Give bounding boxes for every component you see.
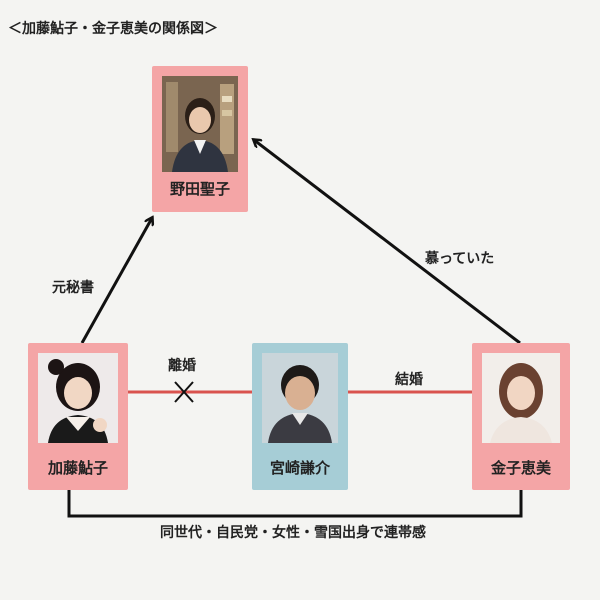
kato-photo	[38, 353, 118, 443]
solidarity-bracket-line	[67, 490, 523, 518]
arrow-kaneko-to-noda	[254, 140, 521, 345]
label-admired: 慕っていた	[425, 251, 495, 267]
noda-name: 野田聖子	[169, 180, 230, 198]
label-married: 結婚	[395, 372, 423, 388]
label-former-secretary: 元秘書	[52, 280, 94, 296]
kato-name: 加藤鮎子	[47, 459, 108, 477]
divorce-cross-icon	[174, 381, 194, 403]
miyazaki-photo	[262, 353, 338, 443]
label-solidarity: 同世代・自民党・女性・雪国出身で連帯感	[160, 525, 426, 541]
arrow-kato-to-noda	[80, 218, 152, 344]
kaneko-photo	[482, 353, 560, 443]
card-miyazaki: 宮崎謙介	[252, 343, 348, 490]
card-noda: 野田聖子	[152, 66, 248, 212]
kaneko-name: 金子恵美	[490, 459, 551, 477]
card-kato: 加藤鮎子	[28, 343, 128, 490]
miyazaki-name: 宮崎謙介	[269, 459, 330, 477]
diagram-title: ＜加藤鮎子・金子恵美の関係図＞	[8, 21, 218, 37]
label-divorced: 離婚	[168, 358, 196, 374]
noda-photo	[162, 76, 238, 172]
card-kaneko: 金子恵美	[472, 343, 570, 490]
